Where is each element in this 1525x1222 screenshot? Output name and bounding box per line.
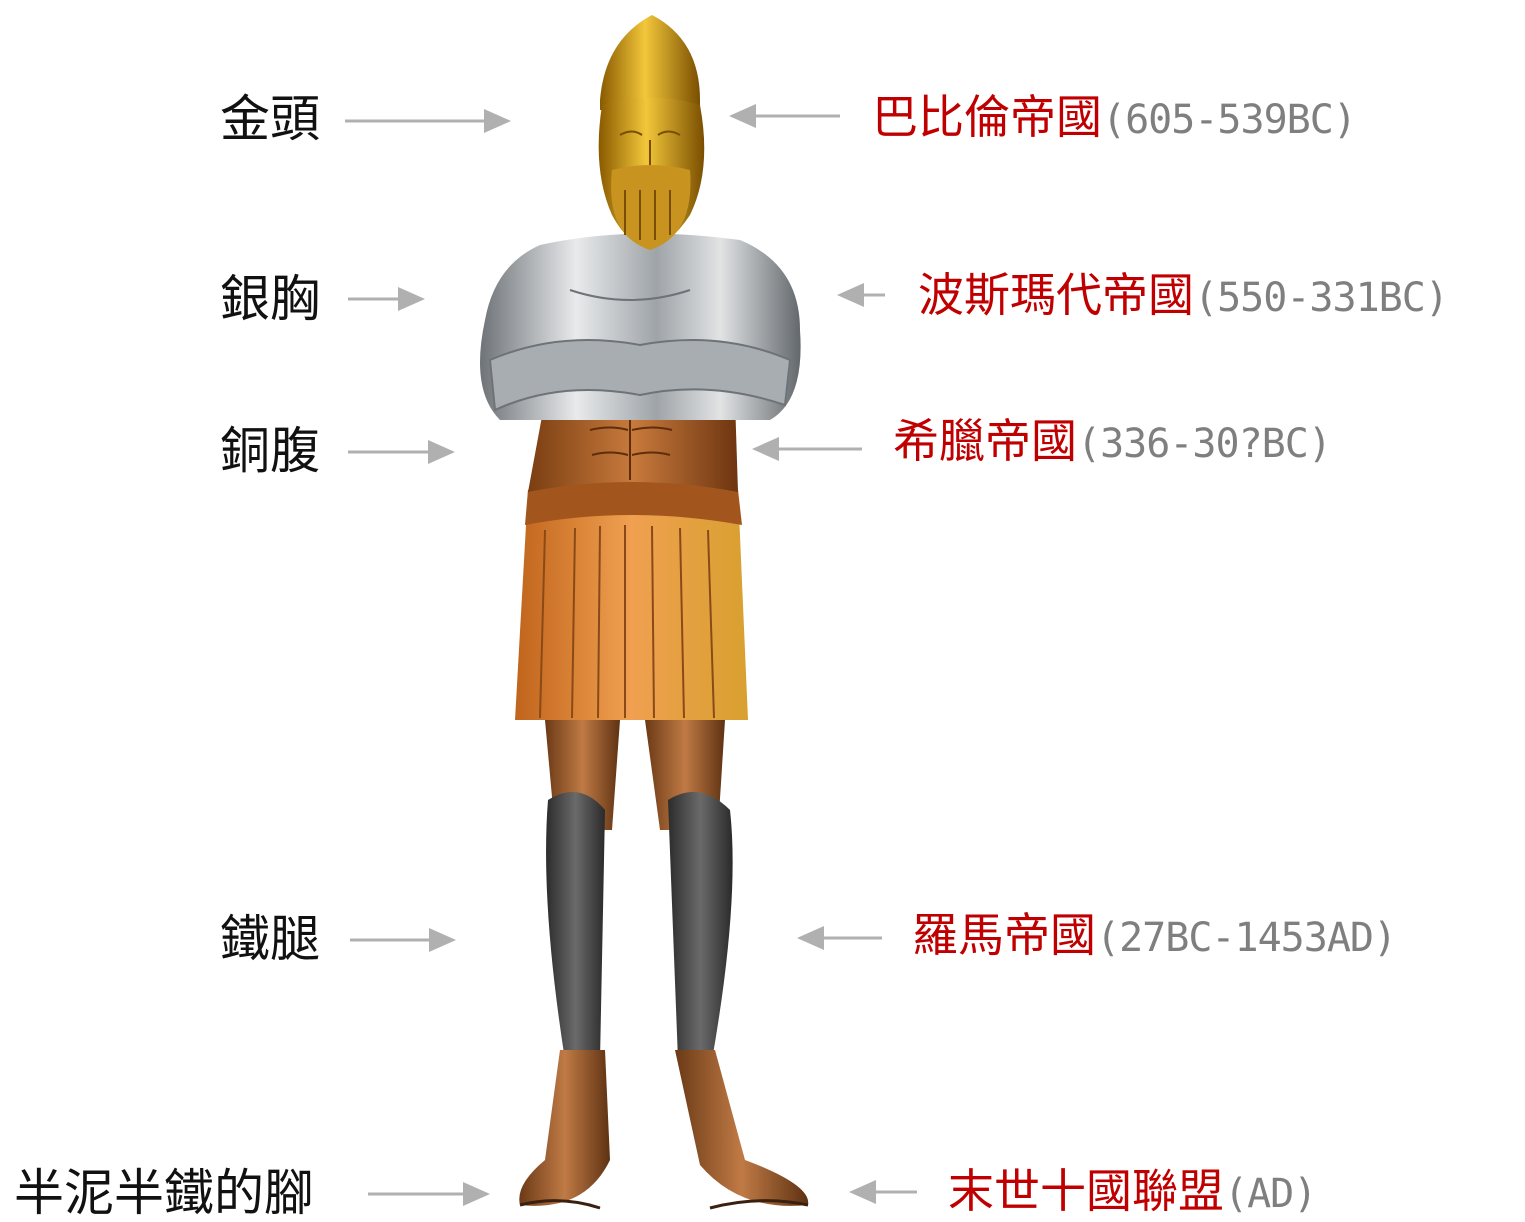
empire-label-babylon: 巴比倫帝國(605-539BC) bbox=[872, 94, 1357, 143]
empire-period: (27BC-1453AD) bbox=[1096, 915, 1397, 961]
empire-period: (550-331BC) bbox=[1194, 275, 1449, 321]
empire-label-greece: 希臘帝國(336-30?BC) bbox=[893, 418, 1332, 467]
part-label-bronze-belly: 銅腹 bbox=[220, 422, 320, 480]
bronze-belly bbox=[528, 400, 738, 492]
empire-name: 末世十國聯盟 bbox=[948, 1164, 1224, 1218]
empire-name: 希臘帝國 bbox=[893, 414, 1077, 468]
empire-name: 羅馬帝國 bbox=[912, 908, 1096, 962]
empire-name: 波斯瑪代帝國 bbox=[918, 268, 1194, 322]
arrows bbox=[345, 104, 917, 1206]
clay-iron-feet bbox=[519, 1050, 809, 1210]
empire-period: (AD) bbox=[1224, 1171, 1317, 1217]
empire-label-medo-persia: 波斯瑪代帝國(550-331BC) bbox=[918, 272, 1449, 321]
empire-label-ten-nations: 末世十國聯盟(AD) bbox=[948, 1168, 1317, 1217]
bronze-kilt bbox=[515, 480, 748, 720]
empire-label-rome: 羅馬帝國(27BC-1453AD) bbox=[912, 912, 1397, 961]
part-label-clay-iron-feet: 半泥半鐵的腳 bbox=[14, 1164, 314, 1222]
empire-name: 巴比倫帝國 bbox=[872, 90, 1102, 144]
part-label-gold-head: 金頭 bbox=[220, 90, 320, 148]
part-label-silver-chest: 銀胸 bbox=[220, 270, 320, 328]
empire-period: (336-30?BC) bbox=[1077, 421, 1332, 467]
gold-head bbox=[598, 15, 705, 250]
part-label-iron-legs: 鐵腿 bbox=[220, 910, 320, 968]
iron-legs bbox=[546, 792, 733, 1060]
empire-period: (605-539BC) bbox=[1102, 97, 1357, 143]
silver-chest bbox=[480, 233, 801, 420]
